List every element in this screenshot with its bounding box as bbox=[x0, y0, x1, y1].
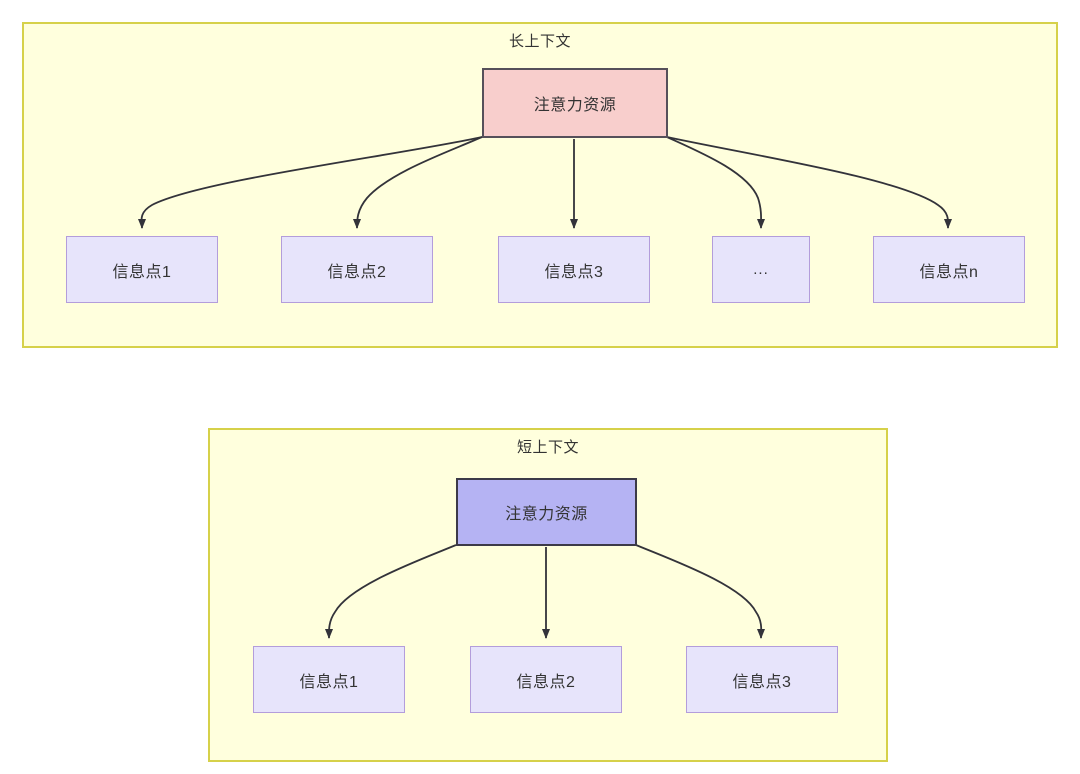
node-long-info-3[interactable]: 信息点3 bbox=[498, 236, 650, 303]
node-short-info-2[interactable]: 信息点2 bbox=[470, 646, 622, 713]
node-label: 信息点2 bbox=[327, 263, 387, 281]
node-label: 注意力资源 bbox=[505, 506, 588, 523]
panel-long-context-title: 长上下文 bbox=[508, 33, 571, 50]
node-label: 信息点n bbox=[919, 263, 979, 281]
node-label: 注意力资源 bbox=[533, 97, 617, 114]
node-label: 信息点3 bbox=[544, 263, 604, 281]
node-short-info-1[interactable]: 信息点1 bbox=[253, 646, 405, 713]
node-label: 信息点3 bbox=[732, 673, 792, 691]
node-long-info-1[interactable]: 信息点1 bbox=[66, 236, 218, 303]
node-label: 信息点2 bbox=[516, 673, 576, 691]
node-long-info-2[interactable]: 信息点2 bbox=[281, 236, 433, 303]
node-long-attention-resource[interactable]: 注意力资源 bbox=[482, 68, 668, 138]
node-label: 信息点1 bbox=[299, 673, 359, 691]
node-label: 信息点1 bbox=[112, 263, 172, 281]
node-short-info-3[interactable]: 信息点3 bbox=[686, 646, 838, 713]
node-label: ... bbox=[753, 261, 769, 278]
node-long-info-n[interactable]: 信息点n bbox=[873, 236, 1025, 303]
panel-short-context-title: 短上下文 bbox=[516, 439, 579, 456]
node-long-info-ellipsis[interactable]: ... bbox=[712, 236, 810, 303]
node-short-attention-resource[interactable]: 注意力资源 bbox=[456, 478, 637, 546]
